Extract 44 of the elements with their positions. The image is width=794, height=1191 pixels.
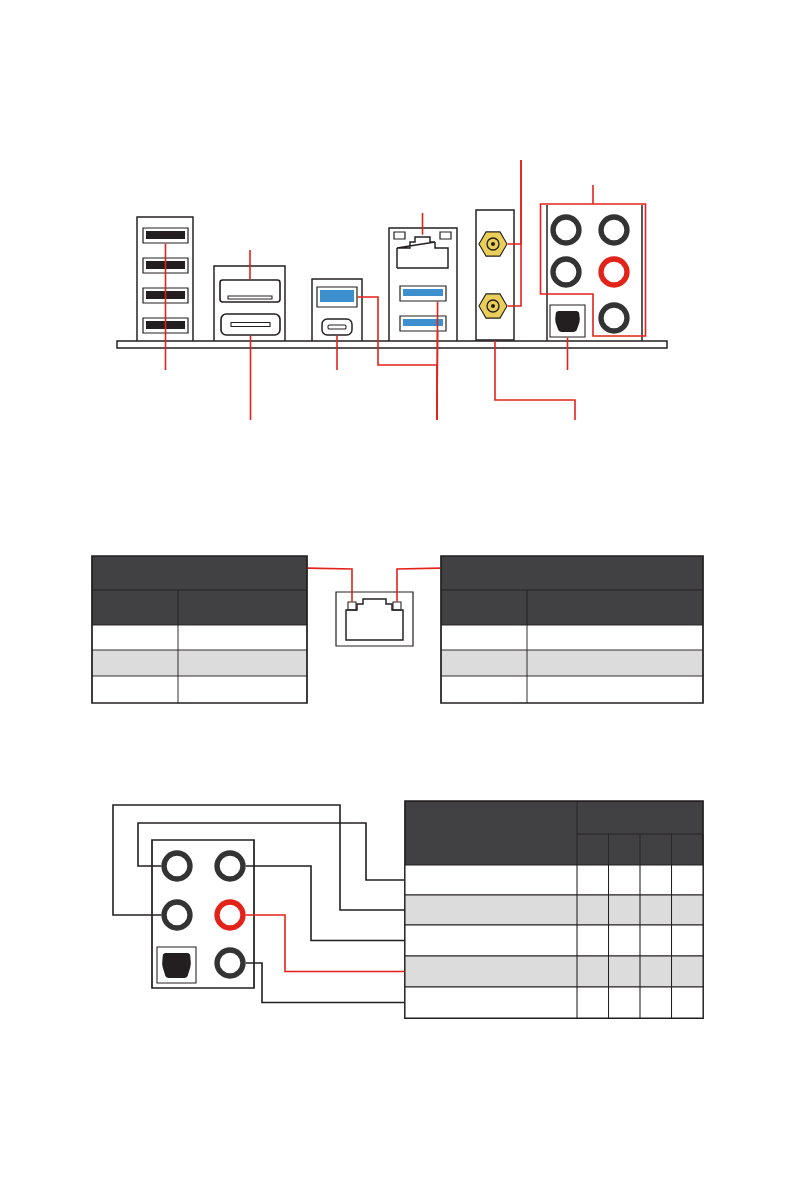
usb-port [316, 286, 358, 308]
lan-port [393, 231, 452, 269]
table-row [404, 924, 704, 957]
audio-jack [161, 899, 193, 931]
leader-line [336, 334, 338, 371]
audio-jack-bracket [539, 203, 647, 337]
audio-jack [214, 850, 246, 882]
antenna-connector [478, 231, 508, 257]
usb-port [399, 285, 447, 302]
audio-jack [214, 899, 246, 931]
led-table [440, 555, 704, 704]
optical-port [549, 304, 586, 338]
leader-line [396, 567, 441, 603]
leader-line [436, 330, 439, 421]
audio-jack [214, 947, 246, 979]
leader-line [592, 184, 594, 205]
audio-jack [161, 850, 193, 882]
leader-line [249, 335, 252, 421]
usb-c-port [321, 318, 353, 336]
leader-line [137, 822, 406, 881]
leader-line [244, 962, 406, 1004]
led-indicator [392, 601, 402, 611]
leader-line [307, 567, 353, 603]
table-row [404, 955, 704, 988]
leader-line [421, 212, 424, 236]
leader-line [244, 865, 406, 942]
hdmi-port [220, 313, 281, 336]
table-row [404, 986, 704, 1019]
table-row [404, 894, 704, 926]
usb-port [142, 227, 189, 244]
led-indicator [347, 601, 357, 611]
led-table [91, 555, 308, 704]
displayport-port [219, 279, 281, 303]
leader-line [566, 336, 569, 371]
leader-line [506, 159, 522, 307]
leader-line [112, 804, 406, 916]
leader-line [494, 339, 576, 421]
leader-line [164, 242, 167, 371]
leader-line [244, 914, 406, 973]
antenna-connector [478, 293, 508, 319]
usb-port [399, 315, 447, 332]
table-row [404, 864, 704, 896]
leader-line [249, 249, 251, 280]
optical-port [156, 946, 197, 984]
